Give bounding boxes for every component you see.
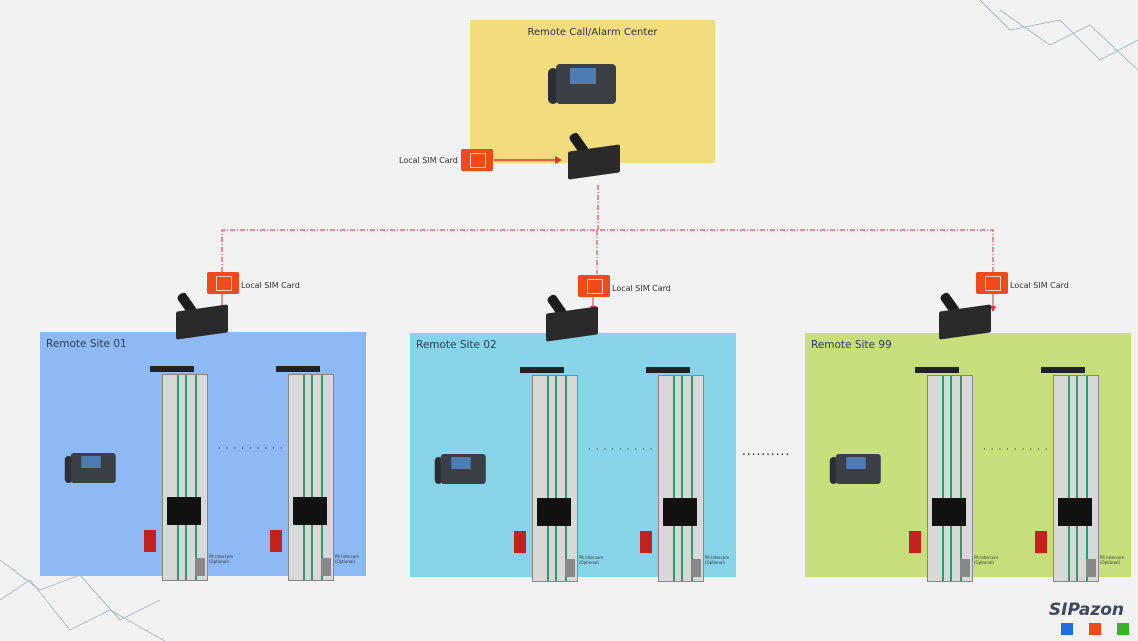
elevator-car — [932, 498, 966, 526]
elevator-shaft — [1053, 375, 1099, 582]
more-sites-dots: .......... — [742, 444, 791, 458]
controller-icon — [150, 366, 194, 372]
site-sim-label: Local SIM Card — [241, 281, 300, 290]
logo-square-green — [1117, 623, 1129, 635]
elevator-shaft — [288, 374, 334, 581]
alarm-device-icon — [144, 530, 156, 552]
elevator-shaft — [162, 374, 208, 581]
sim-card-icon — [207, 272, 239, 294]
site-title: Remote Site 01 — [46, 338, 127, 350]
elevator-shaft — [532, 375, 578, 582]
sipazon-logo: SIPazon — [1048, 600, 1124, 620]
remote-site: Remote Site 01 · · · · · · · · · Pit Int… — [40, 332, 366, 581]
remote-site: Remote Site 02 · · · · · · · · · Pit Int… — [410, 333, 736, 582]
elevator-car — [293, 497, 327, 525]
center-title: Remote Call/Alarm Center — [527, 27, 658, 38]
elevator-car — [537, 498, 571, 526]
elevator-shaft — [658, 375, 704, 582]
alarm-device-icon — [909, 531, 921, 553]
pit-intercom-label: Pit Intercom (Optional) — [1100, 555, 1125, 565]
controller-icon — [520, 367, 564, 373]
desk-phone-icon — [548, 58, 618, 110]
controller-icon — [276, 366, 320, 372]
pit-intercom-label: Pit Intercom (Optional) — [579, 555, 604, 565]
sim-card-icon — [461, 149, 493, 171]
sim-card-icon — [976, 272, 1008, 294]
center-sim-label: Local SIM Card — [399, 156, 458, 165]
pit-intercom-icon — [321, 558, 331, 576]
elevator-shaft — [927, 375, 973, 582]
router-icon — [170, 291, 230, 340]
pit-intercom-icon — [691, 559, 701, 577]
pit-intercom-icon — [960, 559, 970, 577]
elevator-car — [1058, 498, 1092, 526]
site-sim-label: Local SIM Card — [1010, 281, 1069, 290]
shaft-dots: · · · · · · · · · — [218, 444, 284, 454]
site-title: Remote Site 99 — [811, 339, 892, 351]
desk-phone-icon — [64, 449, 118, 488]
controller-icon — [646, 367, 690, 373]
pit-intercom-label: Pit Intercom (Optional) — [705, 555, 730, 565]
controller-icon — [915, 367, 959, 373]
router-icon — [540, 293, 600, 342]
pit-intercom-label: Pit Intercom (Optional) — [974, 555, 999, 565]
pit-intercom-icon — [195, 558, 205, 576]
desk-phone-icon — [829, 450, 883, 489]
site-sim-label: Local SIM Card — [612, 284, 671, 293]
pit-intercom-icon — [565, 559, 575, 577]
alarm-device-icon — [514, 531, 526, 553]
router-icon — [933, 291, 993, 340]
shaft-dots: · · · · · · · · · — [588, 445, 654, 455]
link-bus — [221, 229, 994, 272]
desk-phone-icon — [434, 450, 488, 489]
logo-square-blue — [1061, 623, 1073, 635]
alarm-device-icon — [270, 530, 282, 552]
pit-intercom-label: Pit Intercom (Optional) — [209, 554, 234, 564]
logo-square-red — [1089, 623, 1101, 635]
elevator-car — [167, 497, 201, 525]
shaft-dots: · · · · · · · · · — [983, 445, 1049, 455]
site-title: Remote Site 02 — [416, 339, 497, 351]
elevator-car — [663, 498, 697, 526]
remote-call-alarm-center: Remote Call/Alarm Center — [470, 20, 715, 180]
controller-icon — [1041, 367, 1085, 373]
alarm-device-icon — [640, 531, 652, 553]
sim-card-icon — [578, 275, 610, 297]
alarm-device-icon — [1035, 531, 1047, 553]
pit-intercom-icon — [1086, 559, 1096, 577]
pit-intercom-label: Pit Intercom (Optional) — [335, 554, 360, 564]
remote-site: Remote Site 99 · · · · · · · · · Pit Int… — [805, 333, 1131, 582]
